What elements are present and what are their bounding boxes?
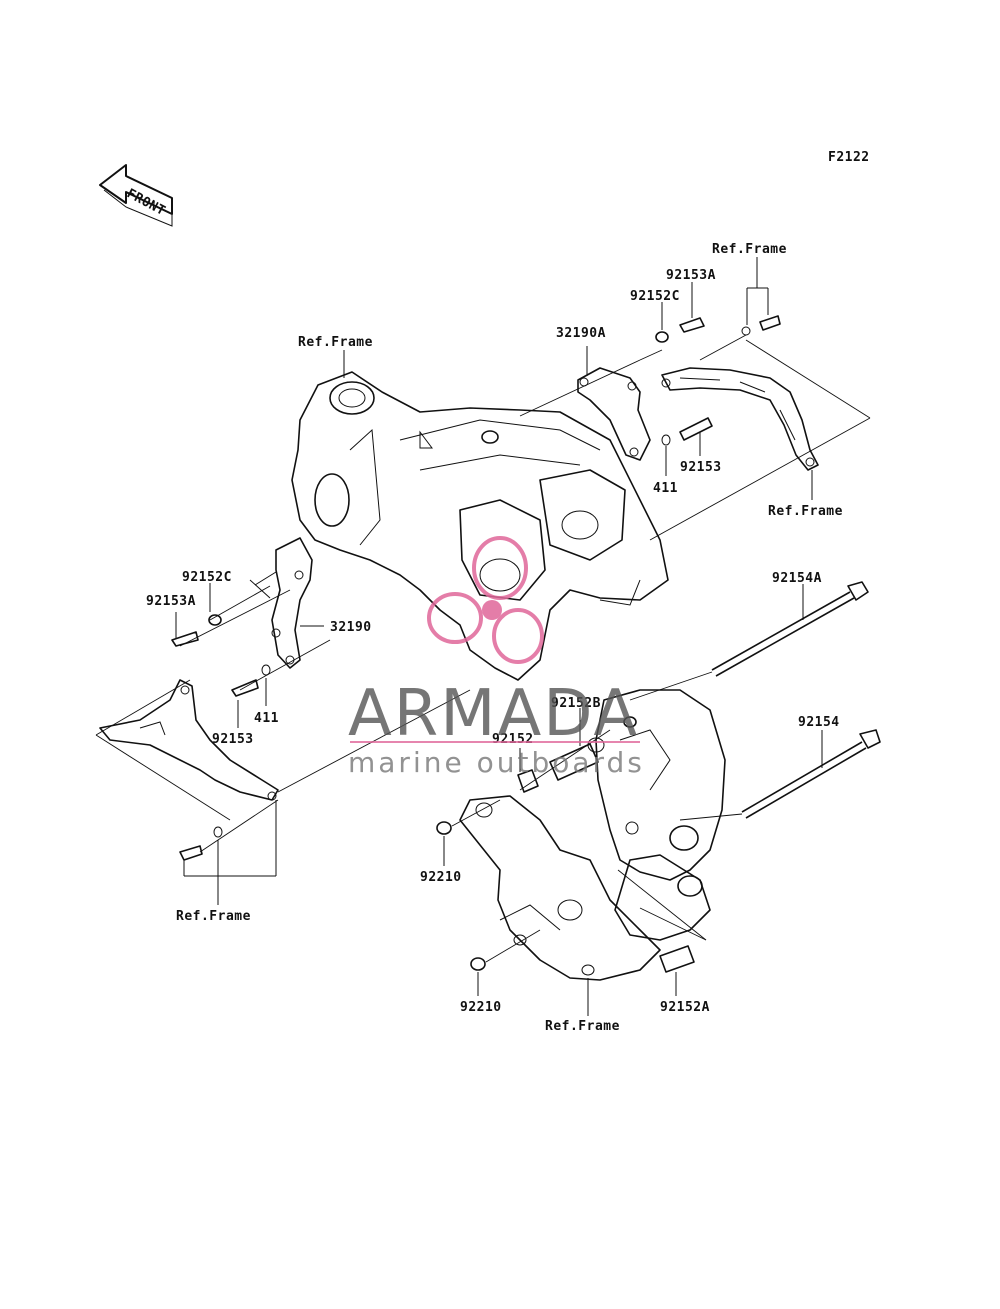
label-92152A: 92152A — [660, 1000, 710, 1015]
lower-right-bracket-drawing — [595, 689, 726, 941]
left-fasteners-drawing — [171, 614, 271, 697]
long-bolts-drawing — [711, 581, 881, 819]
top-fasteners-drawing — [655, 315, 781, 446]
label-ref-frame-top-left: Ref.Frame — [298, 335, 373, 350]
label-411-left: 411 — [254, 711, 279, 726]
bracket-32190A-drawing — [577, 367, 651, 461]
label-92153A-left: 92153A — [146, 594, 196, 609]
lower-middle-bracket-drawing — [459, 795, 661, 981]
rear-frame-arm-drawing — [661, 367, 819, 471]
label-92152: 92152 — [492, 732, 534, 747]
label-92154A: 92154A — [772, 571, 822, 586]
label-92210-lower: 92210 — [460, 1000, 502, 1015]
part-labels: Ref.Frame 92153A 92152C 32190A Ref.Frame… — [146, 242, 843, 1034]
watermark-brand: ARMADA — [348, 677, 639, 751]
left-lower-bracket-drawing — [99, 679, 279, 861]
main-frame-drawing — [291, 371, 669, 681]
bracket-32190-drawing — [271, 537, 313, 669]
label-92153A-top: 92153A — [666, 268, 716, 283]
propeller-logo-icon — [427, 536, 544, 664]
label-411-top: 411 — [653, 481, 678, 496]
label-92153-top: 92153 — [680, 460, 722, 475]
label-32190: 32190 — [330, 620, 372, 635]
label-92152C-left: 92152C — [182, 570, 232, 585]
label-ref-frame-bottom: Ref.Frame — [545, 1019, 620, 1034]
label-ref-frame-top-right: Ref.Frame — [712, 242, 787, 257]
label-32190A: 32190A — [556, 326, 606, 341]
label-92153-left: 92153 — [212, 732, 254, 747]
label-92210-upper: 92210 — [420, 870, 462, 885]
front-label: FRONT — [124, 186, 168, 219]
label-92152C-top: 92152C — [630, 289, 680, 304]
watermark-tagline: marine outboards — [348, 746, 645, 779]
label-ref-frame-bottom-left: Ref.Frame — [176, 909, 251, 924]
front-arrow-icon: FRONT — [99, 164, 173, 227]
bushings-nuts-drawing — [436, 716, 695, 973]
label-92152B: 92152B — [551, 696, 601, 711]
label-ref-frame-right: Ref.Frame — [768, 504, 843, 519]
figure-code: F2122 — [828, 150, 870, 165]
watermark: ARMADA marine outboards — [348, 536, 645, 779]
label-92154: 92154 — [798, 715, 840, 730]
leader-lines — [95, 257, 871, 1016]
